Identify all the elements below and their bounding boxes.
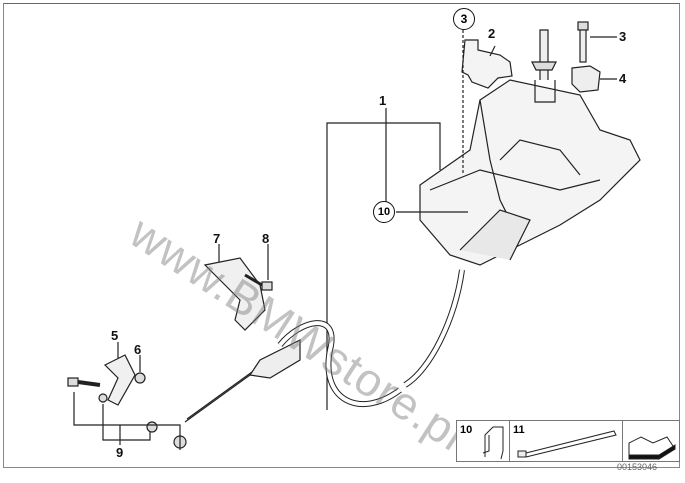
drawing-number: 00153046 bbox=[617, 462, 658, 472]
nut-part-6 bbox=[134, 372, 146, 384]
inset-cell-part-10: 10 bbox=[457, 421, 510, 461]
callout-9: 9 bbox=[116, 445, 124, 460]
callout-6: 6 bbox=[134, 342, 142, 357]
bolt-part-8 bbox=[244, 244, 273, 291]
cable-tie-icon bbox=[517, 430, 617, 458]
inset-label-10: 10 bbox=[460, 424, 473, 436]
callout-10-circled: 10 bbox=[373, 201, 395, 223]
callout-5: 5 bbox=[111, 328, 119, 343]
callout-7: 7 bbox=[213, 231, 221, 246]
direction-arrow-icon bbox=[628, 436, 676, 460]
accessory-inset: 10 11 bbox=[456, 420, 680, 462]
callout-4: 4 bbox=[619, 71, 627, 86]
bracket-part-2 bbox=[461, 39, 513, 89]
shifter-assembly bbox=[419, 29, 641, 266]
inset-label-11: 11 bbox=[513, 424, 525, 436]
shift-cable bbox=[403, 269, 465, 388]
clip-part-4 bbox=[571, 65, 601, 93]
callout-3: 3 bbox=[619, 29, 627, 44]
diagram-frame bbox=[3, 3, 680, 468]
fasteners-part-9 bbox=[67, 377, 187, 450]
lever-part-5 bbox=[103, 354, 136, 406]
inset-cell-part-11: 11 bbox=[510, 421, 623, 461]
clip-icon bbox=[482, 426, 504, 460]
callout-1: 1 bbox=[379, 93, 387, 108]
bolt-part-3 bbox=[577, 21, 617, 63]
callout-2: 2 bbox=[488, 26, 496, 41]
callout-8: 8 bbox=[262, 231, 270, 246]
bracket-part-7 bbox=[203, 257, 266, 331]
inset-cell-arrow bbox=[623, 421, 679, 461]
callout-3-circled: 3 bbox=[453, 8, 475, 30]
